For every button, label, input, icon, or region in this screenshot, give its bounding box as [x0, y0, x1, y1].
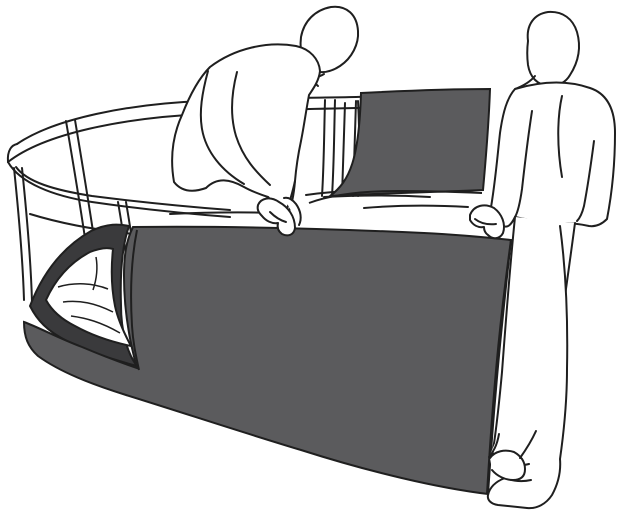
illustration [0, 0, 619, 515]
trampoline-assembly-illustration [0, 0, 619, 515]
